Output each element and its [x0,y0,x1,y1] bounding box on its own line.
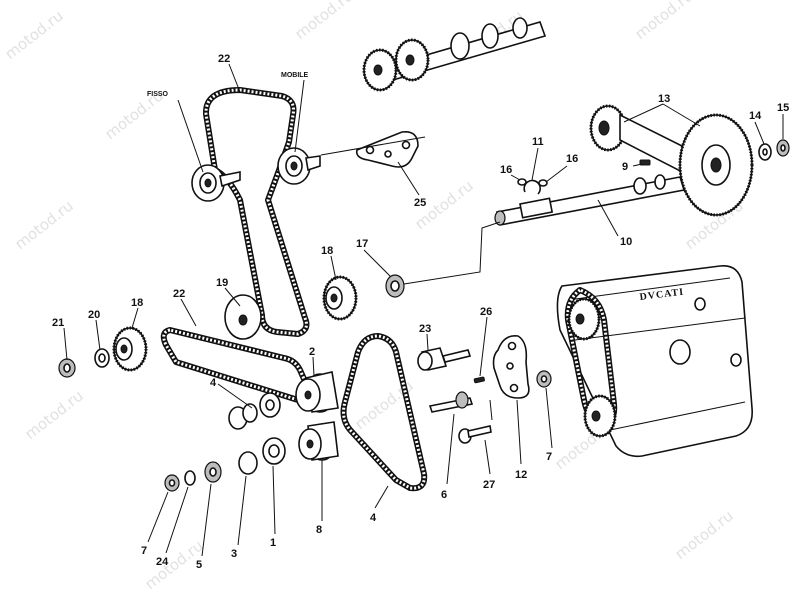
toothed-pulley-18-upper [322,275,358,321]
spacer-17 [385,274,405,298]
stud-6 [428,391,474,413]
callout-7: 7 [546,451,552,463]
callout-16: 16 [500,164,512,176]
toothed-pulley-18-lower [112,326,148,372]
pin-26 [473,376,485,384]
callout-2: 2 [309,346,315,358]
callout-13: 13 [658,93,670,105]
circlip-11 [523,179,541,195]
mobile-label: MOBILE [281,72,309,79]
pulley-gear-assembly-13 [589,104,754,217]
bracket-25 [355,130,419,168]
callout-5: 5 [196,559,202,571]
nut-7-right [536,370,552,388]
callout-22: 22 [173,288,185,300]
stud-23 [417,347,472,371]
callout-8: 8 [316,524,322,536]
watermark: motod.ru [11,197,76,254]
clip-16b [538,179,548,187]
callout-22: 22 [218,53,230,65]
brand-logo: DVCATI [639,287,685,303]
callout-24: 24 [156,556,169,568]
callout-17: 17 [356,238,368,250]
nut-15 [776,139,790,157]
callout-25: 25 [414,197,426,209]
fixed-idler-pulley [191,164,241,202]
bush-5 [204,461,222,483]
watermark: motod.ru [21,387,86,444]
belt-22-upper [203,87,310,337]
callout-7: 7 [141,545,147,557]
callout-18: 18 [321,245,333,257]
watermark: motod.ru [631,0,696,43]
belt-22-lower [160,327,312,404]
washer-19 [224,294,262,340]
washer-24 [184,470,196,486]
clip-16a [517,178,527,186]
watermark: motod.ru [671,507,736,564]
callout-4: 4 [210,377,217,389]
callout-11: 11 [532,136,544,148]
washer-14 [758,143,772,161]
circlip-3 [238,451,258,475]
fixed-label: FISSO [147,91,169,98]
callout-21: 21 [52,317,64,329]
callout-23: 23 [419,323,431,335]
watermark: motod.ru [1,7,66,64]
circlip-4 [228,403,258,430]
callout-27: 27 [483,479,495,491]
nut-21 [58,358,76,378]
watermark: motod.ru [291,0,356,43]
callout-numbers: 22 25 13 14 15 11 16 16 9 10 18 17 19 22… [52,53,789,571]
tensioner-bracket-12 [492,334,530,399]
engine-timing-cover: DVCATI [556,265,753,458]
leader-lines [63,63,784,557]
callout-19: 19 [216,277,228,289]
callout-4: 4 [370,512,377,524]
mobile-idler-pulley [277,147,321,185]
callout-18: 18 [131,297,143,309]
callout-1: 1 [270,537,276,549]
callout-9: 9 [622,161,628,173]
key-9 [639,159,651,166]
callout-14: 14 [749,110,762,122]
nut-7-left [164,474,180,492]
callout-6: 6 [441,489,447,501]
shaft-10 [494,174,686,226]
washer-20 [94,348,110,368]
callout-15: 15 [777,102,789,114]
callout-10: 10 [620,236,632,248]
callout-26: 26 [480,306,492,318]
bearing-1 [259,392,286,465]
callout-16: 16 [566,153,578,165]
pulley-2 [295,371,339,413]
screw-27 [458,425,492,444]
callout-3: 3 [231,548,237,560]
belt-4-lower [340,333,428,492]
callout-20: 20 [88,309,100,321]
camshaft [362,17,547,92]
callout-12: 12 [515,469,527,481]
bearing-8 [298,421,339,461]
